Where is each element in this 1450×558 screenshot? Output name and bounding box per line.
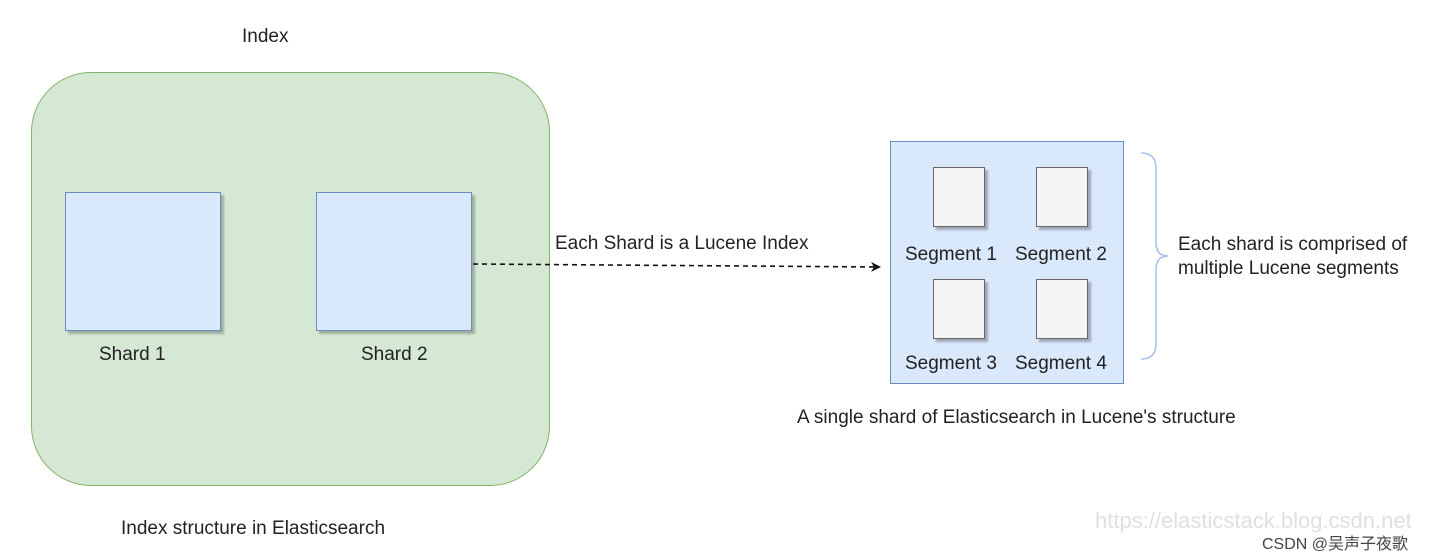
index-caption: Index structure in Elasticsearch: [121, 518, 386, 539]
segment-1-box: [933, 167, 985, 227]
curly-brace: [1140, 152, 1169, 360]
shard-1-box: [65, 192, 221, 331]
segment-4-box: [1036, 279, 1088, 339]
lucene-caption: A single shard of Elasticsearch in Lucen…: [797, 407, 1236, 428]
index-title: Index: [242, 26, 289, 47]
segment-1-label: Segment 1: [905, 244, 997, 265]
shard-2-box: [316, 192, 472, 331]
segment-2-label: Segment 2: [1015, 244, 1107, 265]
segment-4-label: Segment 4: [1015, 353, 1107, 374]
watermark-url: https://elasticstack.blog.csdn.net: [1095, 508, 1412, 533]
watermark-author: CSDN @吴声子夜歌: [1262, 536, 1409, 553]
segment-3-label: Segment 3: [905, 353, 997, 374]
arrow-label: Each Shard is a Lucene Index: [555, 233, 809, 254]
segment-3-box: [933, 279, 985, 339]
segment-2-box: [1036, 167, 1088, 227]
shard-2-label: Shard 2: [361, 344, 428, 365]
brace-note: Each shard is comprised of multiple Luce…: [1178, 234, 1408, 279]
shard-1-label: Shard 1: [99, 344, 166, 365]
